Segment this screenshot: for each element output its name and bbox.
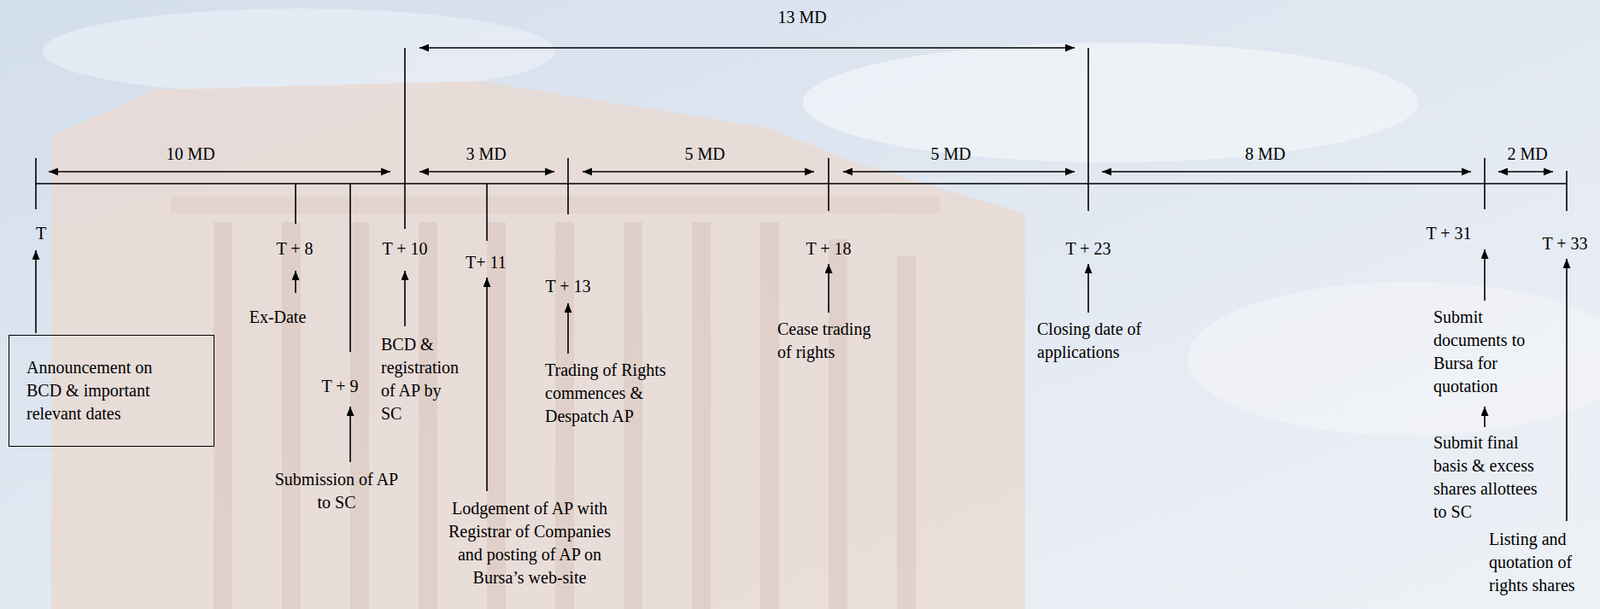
- leader-arrow: [827, 263, 830, 313]
- span-arrow: [48, 170, 391, 173]
- event-label: Cease trading of rights: [777, 317, 889, 364]
- leader-arrow: [1483, 249, 1486, 301]
- date-label: T + 23: [1054, 237, 1123, 261]
- date-label: T+ 11: [456, 251, 516, 275]
- span-length: 5 MD: [916, 142, 985, 166]
- cloud: [1187, 281, 1600, 436]
- span-arrow: [843, 170, 1075, 173]
- building-cornice: [170, 196, 940, 214]
- leader-arrow: [1087, 263, 1090, 313]
- event-label: Closing date of applications: [1037, 317, 1157, 364]
- span-length: 5 MD: [670, 142, 739, 166]
- tick: [1087, 47, 1090, 211]
- tick: [349, 183, 352, 352]
- leader-arrow: [567, 303, 569, 354]
- leader-arrow: [1483, 406, 1486, 428]
- tick: [827, 158, 830, 211]
- leader-arrow: [486, 277, 488, 492]
- span-length: 8 MD: [1230, 142, 1300, 166]
- event-label: Listing and quotation of rights shares: [1488, 527, 1588, 598]
- date-label: T + 13: [533, 275, 603, 299]
- span-length: 3 MD: [451, 142, 521, 166]
- building-columns: [213, 222, 916, 609]
- tick: [294, 183, 297, 224]
- event-label: Trading of Rights commences & Despatch A…: [545, 358, 682, 428]
- span-length: 10 MD: [152, 142, 229, 166]
- leader-arrow: [35, 250, 37, 334]
- date-label: T + 8: [264, 237, 325, 261]
- tick: [567, 158, 569, 215]
- tick: [1483, 158, 1486, 210]
- building: [51, 81, 1026, 609]
- cloud: [802, 42, 1419, 163]
- leader-arrow: [294, 270, 297, 294]
- event-label: Submit final basis & excess shares allot…: [1433, 431, 1554, 524]
- event-label: BCD & registration of AP by SC: [380, 333, 464, 426]
- date-label: T + 33: [1535, 232, 1595, 256]
- tick: [35, 158, 37, 210]
- event-label: Submission of AP to SC: [268, 468, 405, 515]
- date-label: T: [23, 222, 59, 246]
- announcement-box: Announcement on BCD & important relevant…: [8, 334, 215, 447]
- tick: [486, 183, 488, 241]
- date-label: T + 10: [370, 237, 440, 261]
- span-arrow: [1498, 170, 1554, 173]
- span-arrow: [582, 170, 815, 173]
- date-label: T + 31: [1414, 222, 1483, 246]
- leader-arrow: [349, 406, 352, 463]
- event-label: Submit documents to Bursa for quotation: [1433, 305, 1535, 399]
- date-label: T + 9: [310, 375, 370, 399]
- span-arrow: [1101, 170, 1472, 173]
- span-arrow: [419, 170, 555, 173]
- time-axis: [35, 182, 1567, 185]
- span-arrow: [419, 46, 1075, 49]
- box-text: Announcement on BCD & important relevant…: [26, 356, 185, 426]
- span-length: 2 MD: [1501, 142, 1554, 166]
- span-length: 13 MD: [759, 5, 845, 30]
- event-label: Lodgement of AP with Registrar of Compan…: [435, 497, 624, 590]
- event-label: Ex-Date: [239, 305, 317, 329]
- tick: [1565, 170, 1568, 211]
- tick: [404, 47, 406, 229]
- leader-arrow: [404, 270, 406, 327]
- date-label: T + 18: [794, 237, 863, 261]
- leader-arrow: [1565, 258, 1568, 522]
